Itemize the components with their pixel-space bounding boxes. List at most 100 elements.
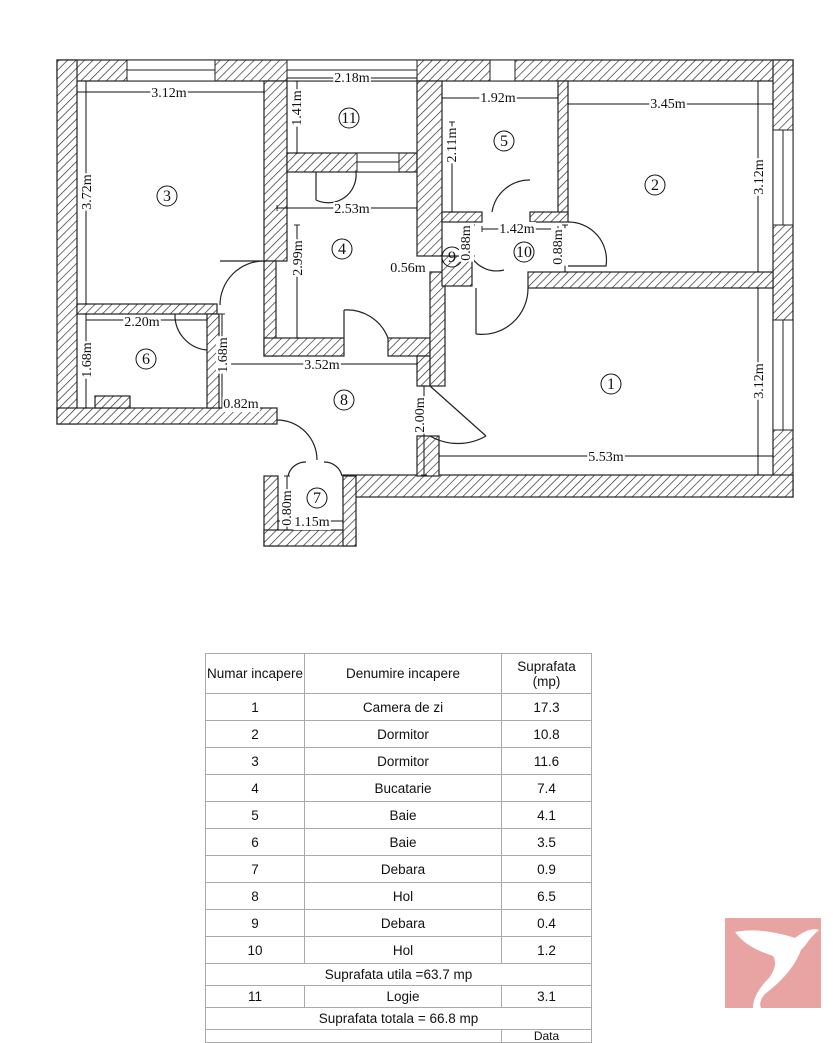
room-number-cell: 4 [205, 774, 305, 802]
dimension-label-background [551, 228, 566, 266]
dimension-label-background [291, 239, 306, 277]
room-area-cell: 11.6 [501, 747, 592, 775]
room-number-cell: 5 [205, 801, 305, 829]
door-swing [315, 171, 357, 204]
dimension-label-background [290, 89, 305, 127]
dimension-label-background [293, 515, 331, 530]
table-header-row: Numar incapere Denumire incapere Suprafa… [205, 653, 592, 694]
wall [416, 355, 431, 387]
room-name-cell: Bucatarie [304, 774, 502, 802]
walls [56, 59, 794, 547]
room-name-cell: Debara [304, 909, 502, 937]
dimension-label: 1.41m [290, 90, 305, 126]
room-number-circle [600, 373, 622, 395]
room-name-cell: Hol [304, 936, 502, 964]
area-table-container: Numar incapere Denumire incapere Suprafa… [205, 653, 592, 1043]
dimension-label: 3.45m [650, 97, 686, 112]
dimension-label: 1.92m [480, 91, 516, 106]
wall [429, 271, 446, 387]
room-number-label: 4 [338, 241, 346, 258]
dimension-label: 2.99m [291, 240, 306, 276]
dimension-label-background [216, 336, 231, 374]
dimension-label-background [752, 362, 767, 400]
door-swing [219, 260, 265, 306]
dimension-label: 2.11m [445, 127, 460, 162]
cut-off-cell: Data [501, 1029, 592, 1043]
room-number-cell: 6 [205, 828, 305, 856]
dimension-label: 3.72m [80, 174, 95, 210]
dimension-label-background [280, 489, 295, 527]
wall [56, 407, 278, 425]
wall [387, 337, 431, 357]
door-swing [343, 309, 389, 339]
room-name-cell: Camera de zi [304, 693, 502, 721]
wall [416, 435, 440, 477]
room-number-circle [333, 389, 355, 411]
dimension-label: 0.80m [280, 490, 295, 526]
dimension-label: 0.88m [459, 225, 474, 261]
room-name-cell: Logie [304, 985, 502, 1008]
dimension-label: 1.68m [80, 342, 95, 378]
dimension-label-background [752, 158, 767, 196]
room-number-label: 11 [341, 110, 356, 127]
dimension-label: 2.53m [334, 202, 370, 217]
dimension-label-background [80, 341, 95, 379]
dimension-label: 5.53m [588, 450, 624, 465]
bird-shape [735, 929, 819, 1008]
dimension-label: 1.15m [294, 515, 330, 530]
dimension-label-background [587, 450, 625, 465]
room-number-label: 5 [500, 133, 508, 150]
room-number-cell: 9 [205, 909, 305, 937]
room-number-cell: 3 [205, 747, 305, 775]
room-number-cell: 10 [205, 936, 305, 964]
dimension-label: 0.88m [551, 229, 566, 265]
header-area: Suprafata (mp) [501, 653, 592, 694]
wall [529, 211, 569, 223]
useful-area-cell: Suprafata utila =63.7 mp [205, 963, 592, 986]
cut-off-row: Data [205, 1029, 592, 1043]
room-area-cell: 0.4 [501, 909, 592, 937]
room-number-label: 2 [651, 177, 659, 194]
room-number-circle [493, 130, 515, 152]
dimension-label-background [498, 222, 536, 237]
area-table: Numar incapere Denumire incapere Suprafa… [205, 653, 592, 1043]
total-area-row: Suprafata totala = 66.8 mp [205, 1007, 592, 1030]
room-name-cell: Debara [304, 855, 502, 883]
door-swing [475, 287, 529, 335]
room-number-circle [338, 107, 360, 129]
dimension-label-background [303, 358, 341, 373]
room-number-cell: 11 [205, 985, 305, 1008]
door-swing [429, 385, 487, 445]
room-number-cell: 1 [205, 693, 305, 721]
room-number-label: 9 [448, 249, 456, 266]
wall [263, 337, 345, 357]
door-swing [471, 257, 505, 272]
room-number-label: 3 [163, 188, 171, 205]
wall [76, 303, 218, 315]
dimension-label-background [123, 315, 161, 330]
dimension-label: 0.56m [390, 261, 426, 276]
room-number-circle [513, 241, 535, 263]
room-number-label: 1 [607, 376, 615, 393]
room-area-cell: 1.2 [501, 936, 592, 964]
dimension-label-background [80, 173, 95, 211]
dimension-label-background [222, 397, 260, 412]
windows [126, 59, 794, 431]
wall [342, 474, 794, 498]
wall [527, 271, 774, 289]
room-number-circle [306, 487, 328, 509]
window [489, 59, 516, 82]
room-name-cell: Baie [304, 801, 502, 829]
room-number-label: 8 [340, 392, 348, 409]
room-name-cell: Dormitor [304, 720, 502, 748]
dimension-label: 2.20m [124, 315, 160, 330]
bird-logo-icon [725, 918, 821, 1008]
